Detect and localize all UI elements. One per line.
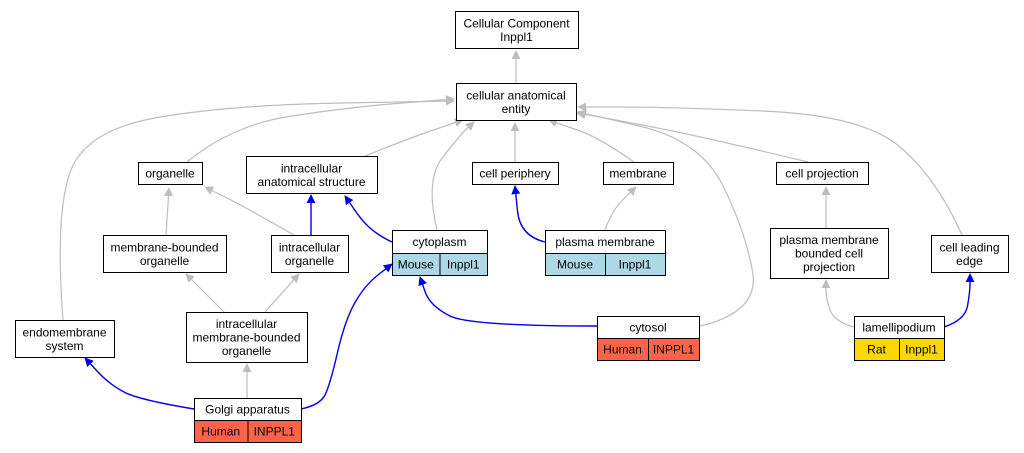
node-label: cytoplasm [412, 235, 466, 249]
node-box [186, 312, 308, 363]
species-label: Human [201, 425, 240, 439]
edge-cytosol-to-cae [577, 109, 754, 327]
node-label: intracellular [279, 240, 340, 254]
edge-golgi-to-cytoplasm [300, 263, 393, 410]
node-box [103, 235, 227, 273]
gene-label: INPPL1 [254, 425, 296, 439]
node-label: projection [803, 260, 855, 274]
node-label: organelle [145, 167, 195, 181]
gene-label: Inppl1 [905, 343, 938, 357]
node-box [770, 228, 889, 279]
edge-ias-to-cae [364, 118, 464, 157]
node-label: organelle [285, 254, 335, 268]
species-label: Mouse [557, 258, 593, 272]
edge-cytosol-to-cytoplasm [418, 276, 598, 327]
node-label: plasma membrane [555, 235, 655, 249]
node-label: intracellular [216, 317, 277, 331]
node-label: cellular anatomical [466, 88, 565, 102]
edge-membrane-to-cae [548, 118, 635, 163]
node-label: lamellipodium [862, 321, 935, 335]
species-label: Rat [867, 343, 886, 357]
node-cell-projection[interactable]: cell projection [776, 162, 869, 185]
node-box [15, 320, 115, 358]
edge-cytoplasm-to-cae [431, 121, 475, 231]
edge-organelle-to-cae [186, 95, 455, 163]
node-box [603, 162, 674, 185]
node-box [776, 162, 869, 185]
node-label: entity [502, 102, 531, 116]
node-label: Inppl1 [500, 30, 533, 44]
node-label: edge [956, 254, 983, 268]
species-label: Mouse [398, 258, 434, 272]
edge-plasma_membrane-to-membrane [604, 186, 637, 231]
edge-imbo-to-mbo [185, 273, 225, 313]
node-label: organelle [140, 254, 190, 268]
node-label: cytosol [629, 321, 666, 335]
gene-cell [439, 253, 488, 276]
gene-cell [899, 338, 945, 361]
node-label: bounded cell [795, 247, 863, 261]
node-label: intracellular [281, 161, 342, 175]
gene-cell [605, 253, 666, 276]
edge-endomembrane-to-cae [59, 96, 455, 321]
gene-label: INPPL1 [653, 343, 695, 357]
edge-lamellipodium-to-cle [943, 273, 975, 328]
gene-cell [247, 420, 302, 443]
node-cell-periphery[interactable]: cell periphery [472, 162, 559, 185]
edge-layer [59, 50, 975, 410]
node-label: cell periphery [479, 167, 550, 181]
node-box [138, 162, 203, 185]
node-label: cell projection [785, 167, 858, 181]
node-box [931, 235, 1009, 273]
edge-cell_projection-to-cae [576, 109, 809, 163]
edge-mbo-to-organelle [163, 187, 173, 236]
edge-cle-to-cae [577, 102, 963, 236]
node-label: membrane-bounded [110, 240, 218, 254]
node-label: anatomical structure [257, 175, 365, 189]
node-label: Cellular Component [463, 16, 570, 30]
edge-io-to-organelle [204, 186, 295, 236]
node-box [246, 156, 378, 194]
gene-cell [648, 338, 700, 361]
node-box [472, 162, 559, 185]
species-label: Human [603, 343, 642, 357]
node-label: endomembrane [22, 325, 106, 339]
edge-cytoplasm-to-ias [344, 195, 393, 243]
node-label: cell leading [939, 240, 999, 254]
edge-golgi-to-endomembrane [84, 357, 195, 410]
gene-label: Inppl1 [447, 258, 480, 272]
node-box [455, 11, 579, 49]
node-organelle[interactable]: organelle [138, 162, 203, 185]
node-label: membrane [609, 167, 667, 181]
node-label: membrane-bounded [192, 331, 300, 345]
edge-imbo-to-io [264, 273, 300, 313]
edge-lamellipodium-to-pmbcp [821, 279, 855, 328]
node-label: Golgi apparatus [205, 403, 290, 417]
node-box [456, 83, 577, 121]
node-box [271, 235, 349, 273]
edge-plasma_membrane-to-cell_periphery [511, 185, 546, 243]
gene-label: Inppl1 [619, 258, 652, 272]
node-membrane[interactable]: membrane [603, 162, 674, 185]
node-label: plasma membrane [779, 233, 879, 247]
node-label: organelle [222, 344, 272, 358]
node-label: system [45, 339, 83, 353]
